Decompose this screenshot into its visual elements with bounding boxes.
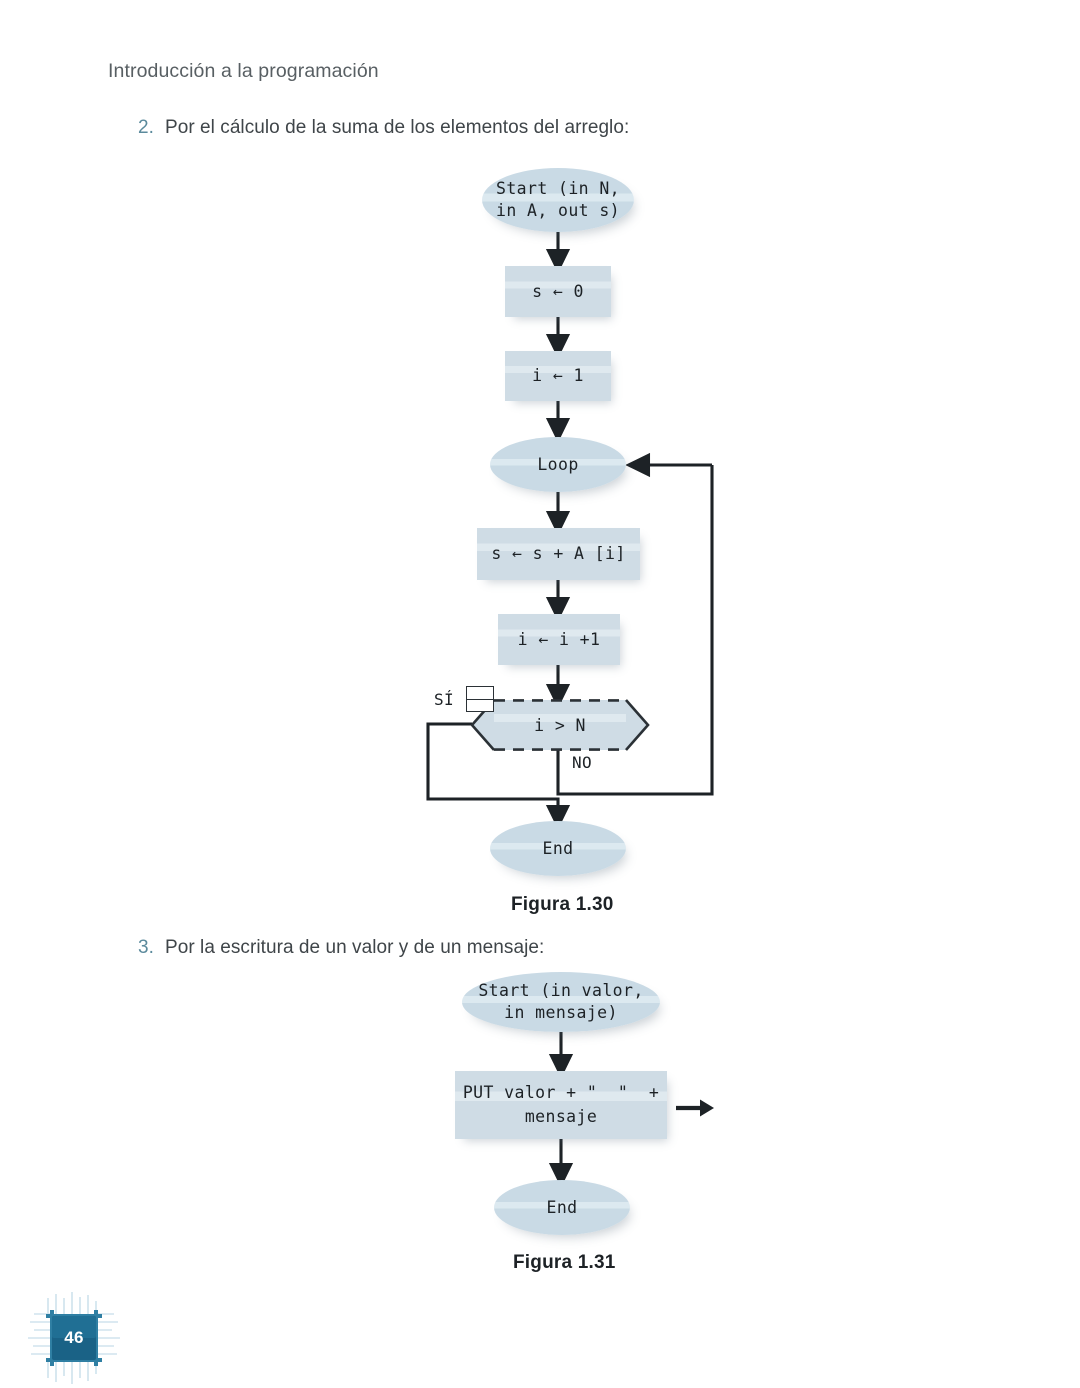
list-item-number: 2. (138, 117, 154, 138)
branch-yes-box-icon (466, 686, 494, 712)
flow-node-loop: Loop (490, 437, 626, 492)
flow-node-start: Start (in valor, in mensaje) (462, 972, 660, 1032)
flow-node-init-s: s ← 0 (505, 266, 611, 317)
decision-label: i > N (534, 715, 586, 735)
figure-caption: Figura 1.31 (513, 1252, 616, 1273)
flow-node-start: Start (in N, in A, out s) (482, 168, 634, 232)
flow-node-init-i: i ← 1 (505, 351, 611, 401)
output-arrow-icon (700, 1099, 714, 1117)
list-item-text: Por el cálculo de la suma de los element… (165, 117, 630, 138)
branch-label-yes: SÍ (434, 690, 455, 709)
flow-node-accumulate: s ← s + A [i] (477, 528, 640, 580)
list-item-text: Por la escritura de un valor y de un men… (165, 937, 545, 958)
branch-label-no: NO (572, 753, 593, 772)
page-number-chip: 46 (28, 1292, 120, 1384)
running-head: Introducción a la programación (108, 60, 379, 82)
flow-node-end: End (494, 1180, 630, 1235)
page-number: 46 (64, 1328, 84, 1347)
flow-node-put: PUT valor + " " + mensaje (455, 1071, 667, 1139)
flow-node-end: End (490, 821, 626, 876)
flow-node-increment: i ← i +1 (498, 614, 620, 665)
flow-node-decision: i > N (470, 698, 650, 752)
list-item: 3. Por la escritura de un valor y de un … (138, 937, 544, 959)
list-item: 2. Por el cálculo de la suma de los elem… (138, 117, 629, 139)
list-item-number: 3. (138, 937, 154, 958)
figure-caption: Figura 1.30 (511, 894, 614, 915)
chip-icon (28, 1292, 120, 1384)
